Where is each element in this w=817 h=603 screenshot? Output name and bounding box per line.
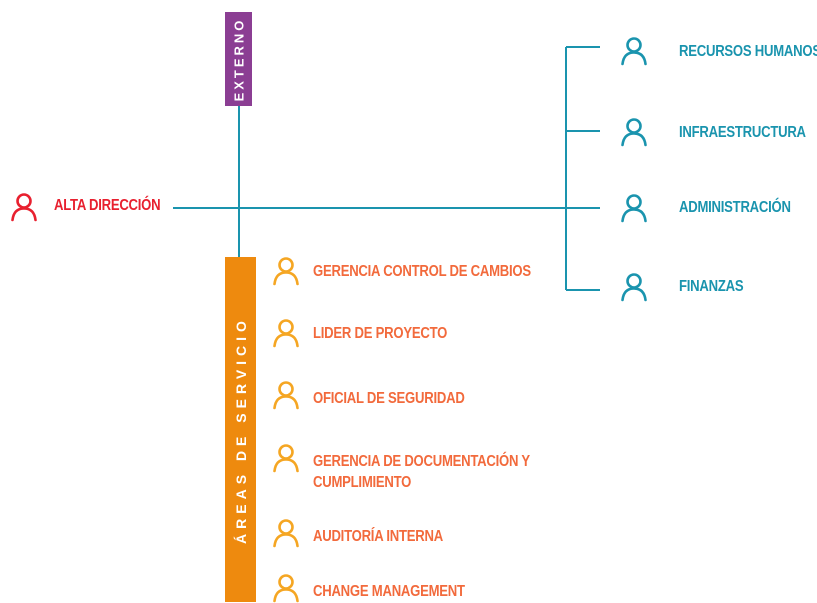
person-icon [273, 574, 299, 603]
service-label-documentacion: GERENCIA DE DOCUMENTACIÓN Y CUMPLIMIENTO [313, 453, 530, 491]
person-icon [273, 381, 299, 410]
service-label-lider-proyecto: LIDER DE PROYECTO [313, 325, 448, 342]
person-icon [621, 37, 647, 66]
person-icon [621, 194, 647, 223]
person-icon [621, 118, 647, 147]
service-label-control-cambios: GERENCIA CONTROL DE CAMBIOS [313, 263, 531, 280]
areas-servicio-bar: ÁREAS DE SERVICIO [225, 257, 256, 602]
dept-label-infraestructura: INFRAESTRUCTURA [679, 124, 806, 141]
person-icon [621, 273, 647, 302]
person-icon [273, 257, 299, 286]
areas-servicio-label: ÁREAS DE SERVICIO [232, 315, 249, 544]
service-label-oficial-seguridad: OFICIAL DE SEGURIDAD [313, 390, 465, 407]
service-label-auditoria: AUDITORÍA INTERNA [313, 528, 443, 545]
person-icon [273, 319, 299, 348]
person-icon [11, 193, 37, 222]
dept-label-administracion: ADMINISTRACIÓN [679, 199, 791, 216]
person-icon [273, 519, 299, 548]
person-icon [273, 444, 299, 473]
root-label: ALTA DIRECCIÓN [54, 197, 161, 214]
service-label-change-management: CHANGE MANAGEMENT [313, 583, 465, 600]
externo-label: EXTERNO [231, 17, 246, 101]
dept-label-finanzas: FINANZAS [679, 278, 744, 295]
externo-bar: EXTERNO [225, 12, 252, 106]
dept-label-recursos: RECURSOS HUMANOS [679, 43, 817, 60]
